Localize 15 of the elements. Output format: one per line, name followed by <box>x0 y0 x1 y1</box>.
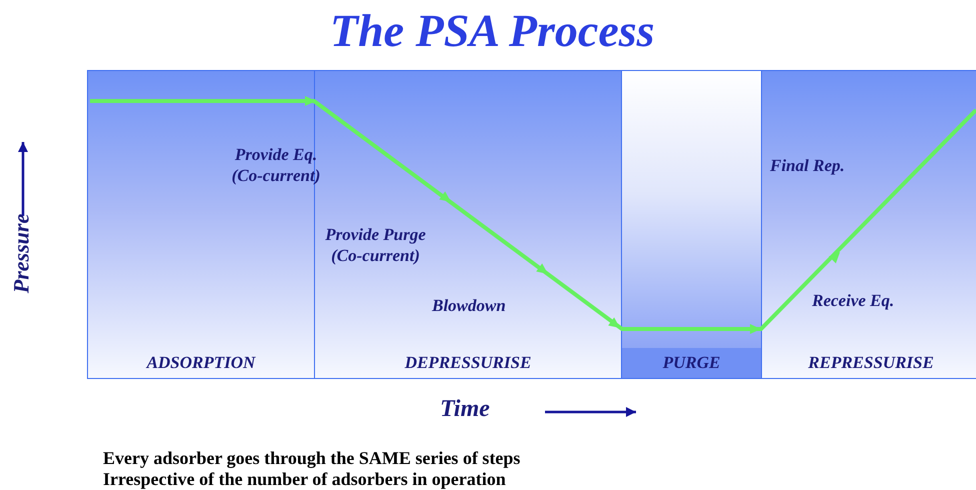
phase-band <box>761 70 976 379</box>
phase-label: DEPRESSURISE <box>404 353 532 373</box>
phase-label: REPRESSURISE <box>808 353 934 373</box>
title: The PSA Process <box>330 4 655 57</box>
axis-label: Time <box>440 399 491 420</box>
step-label: Provide Purge (Co-current) <box>324 224 427 266</box>
step-label: Blowdown <box>432 295 507 316</box>
axis-label: Pressure <box>10 212 32 296</box>
step-label: Final Rep. <box>770 155 846 176</box>
step-label: Receive Eq. <box>812 290 896 311</box>
note: Every adsorber goes through the SAME series of steps <box>103 448 522 469</box>
phase-band <box>621 70 762 379</box>
phase-label: PURGE <box>662 353 720 373</box>
note: Irrespective of the number of adsorbers in operation <box>103 469 507 490</box>
phase-label: ADSORPTION <box>146 353 256 373</box>
